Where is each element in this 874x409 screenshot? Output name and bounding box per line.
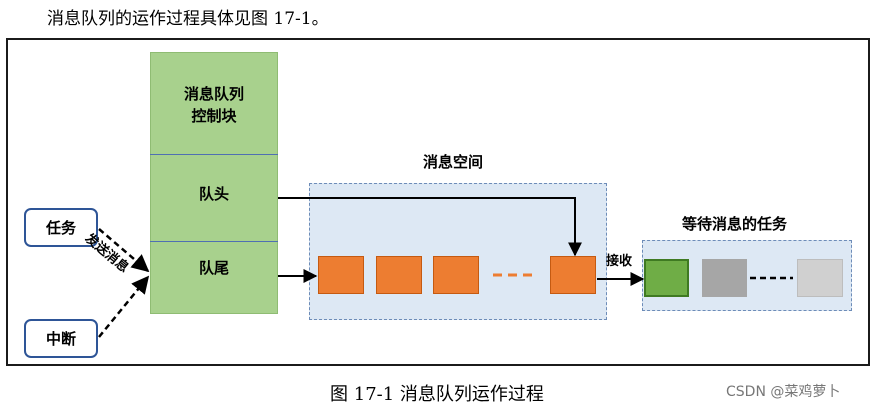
- message-slot: [376, 256, 422, 294]
- interrupt-node: 中断: [24, 319, 98, 358]
- message-slot: [318, 256, 364, 294]
- control-block-divider-bottom: [150, 241, 278, 242]
- control-block-title-line1: 消息队列: [183, 85, 244, 103]
- figure-caption: 图 17-1 消息队列运作过程: [330, 384, 544, 405]
- control-block-title: 消息队列 控制块: [150, 83, 278, 127]
- message-slot-head: [550, 256, 596, 294]
- head-pointer-arrow: [278, 197, 582, 257]
- queue-tail-label: 队尾: [198, 259, 229, 277]
- message-space: [309, 183, 607, 320]
- receive-label: 接收: [606, 254, 633, 269]
- queue-control-block: [150, 52, 278, 314]
- waiting-tasks-title: 等待消息的任务: [682, 215, 788, 233]
- waiting-task: [797, 259, 843, 297]
- control-block-divider-top: [150, 154, 278, 155]
- message-space-title: 消息空间: [423, 153, 484, 171]
- queue-head-label: 队头: [198, 185, 229, 203]
- send-arrow-from-interrupt: [98, 275, 150, 338]
- send-arrow-from-task: [98, 228, 150, 273]
- message-slot: [433, 256, 479, 294]
- control-block-title-line2: 控制块: [191, 107, 237, 125]
- waiting-task: [644, 259, 689, 297]
- waiting-task: [702, 259, 747, 297]
- intro-text: 消息队列的运作过程具体见图 17-1。: [47, 9, 329, 29]
- task-node: 任务: [24, 208, 98, 247]
- watermark: CSDN @菜鸡萝卜: [726, 384, 841, 400]
- figure-frame: [6, 38, 870, 366]
